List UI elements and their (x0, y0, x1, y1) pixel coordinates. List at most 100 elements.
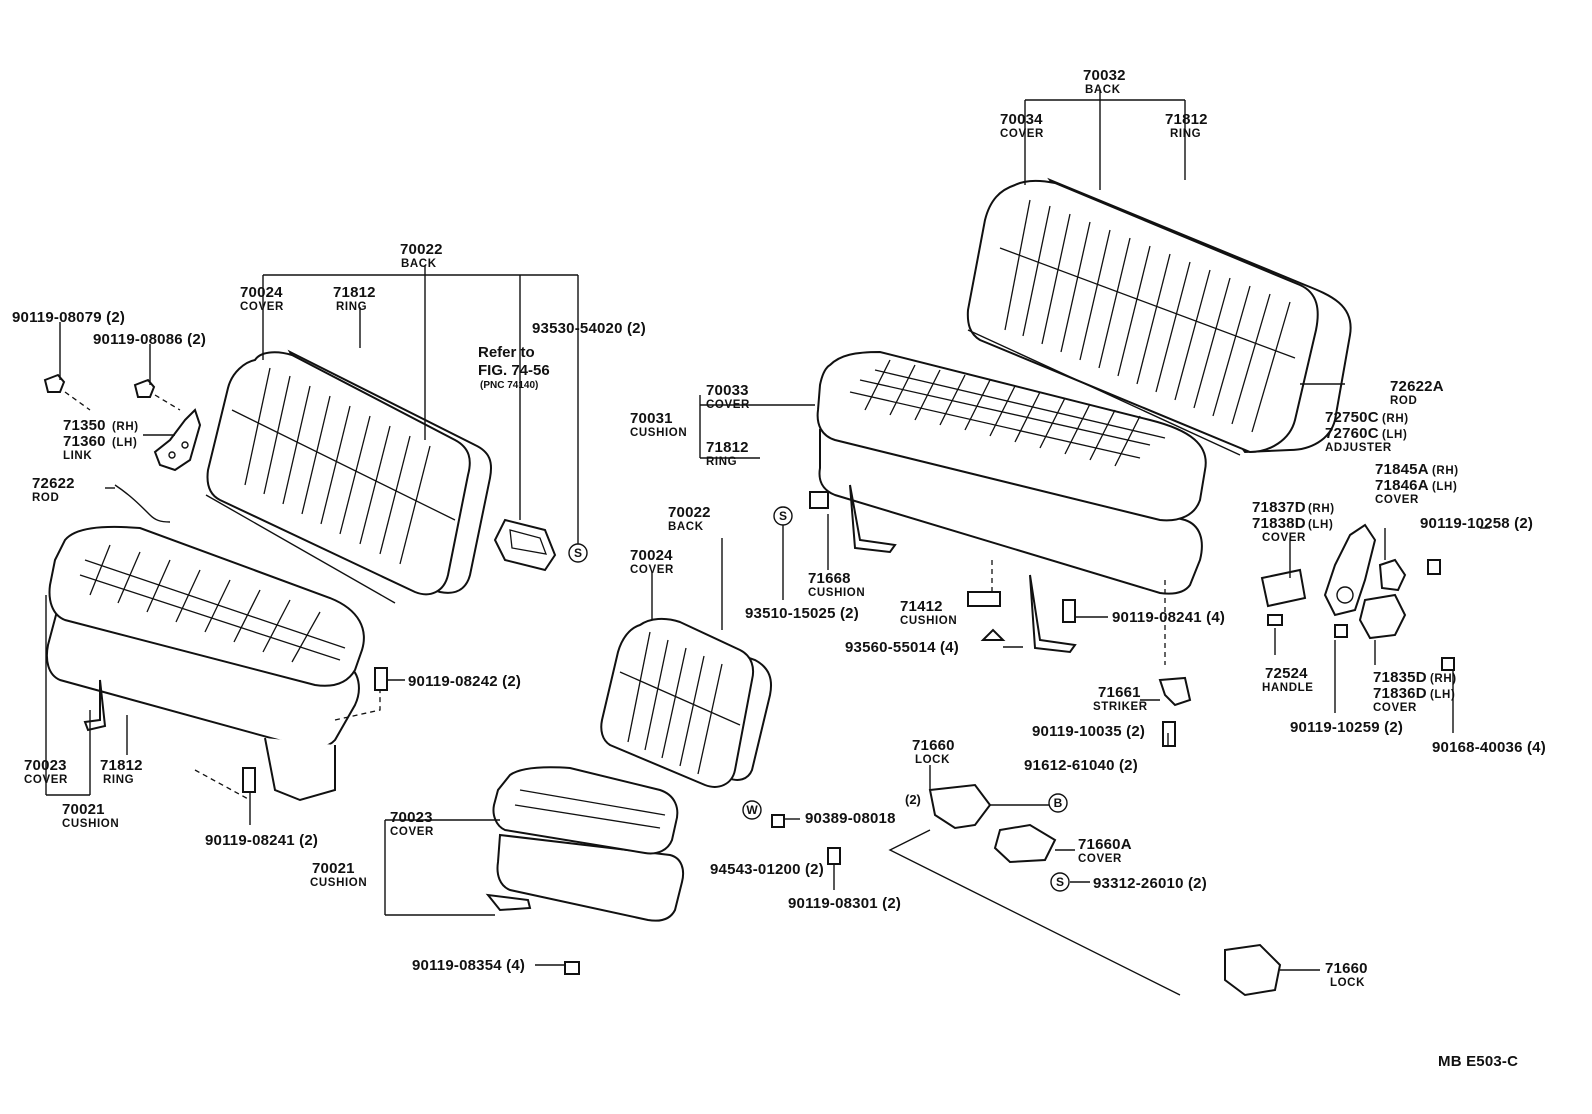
svg-text:71836D: 71836D (1373, 685, 1427, 702)
label-90119-08079: 90119-08079 (2) (12, 309, 125, 326)
svg-text:ROD: ROD (32, 492, 59, 504)
label-70033: 70033 COVER (706, 382, 750, 411)
cushion-71668 (809, 491, 829, 509)
svg-text:COVER: COVER (630, 564, 674, 576)
svg-text:72622: 72622 (32, 475, 75, 492)
svg-text:72524: 72524 (1265, 665, 1308, 682)
svg-text:CUSHION: CUSHION (900, 615, 957, 627)
svg-text:72750C: 72750C (1325, 409, 1379, 426)
lock-cable (888, 829, 1181, 996)
label-72760c: 72760C (LH) ADJUSTER (1325, 425, 1407, 454)
label-71836d: 71836D (LH) COVER (1373, 685, 1455, 714)
svg-text:LINK: LINK (63, 450, 92, 462)
label-90389-08018: 90389-08018 (805, 810, 896, 827)
svg-text:72622A: 72622A (1390, 378, 1444, 395)
svg-text:(RH): (RH) (1382, 413, 1409, 425)
svg-text:COVER: COVER (390, 826, 434, 838)
bolt-90119-08086 (133, 378, 156, 398)
label-93312-26010: 93312-26010 (2) (1093, 875, 1207, 892)
svg-text:COVER: COVER (1078, 853, 1122, 865)
handle-72524 (1267, 614, 1283, 626)
svg-text:CUSHION: CUSHION (630, 427, 687, 439)
svg-text:71812: 71812 (706, 439, 749, 456)
svg-text:71412: 71412 (900, 598, 943, 615)
label-93530-54020: 93530-54020 (2) (532, 320, 646, 337)
svg-text:70023: 70023 (390, 809, 433, 826)
svg-text:COVER: COVER (1262, 532, 1306, 544)
svg-text:70032: 70032 (1083, 67, 1126, 84)
svg-text:RING: RING (336, 301, 367, 313)
svg-text:(LH): (LH) (1430, 689, 1455, 701)
right-seat-back (966, 177, 1352, 456)
svg-text:LOCK: LOCK (1330, 977, 1365, 989)
label-94543-01200: 94543-01200 (2) (710, 861, 824, 878)
label-71660-top: 71660 LOCK (912, 737, 955, 766)
svg-text:COVER: COVER (706, 399, 750, 411)
svg-text:W: W (746, 803, 758, 817)
label-71812-bottom: 71812 RING (100, 757, 143, 786)
label-71812-mid: 71812 RING (706, 439, 749, 468)
label-93560-55014: 93560-55014 (4) (845, 639, 959, 656)
svg-text:CUSHION: CUSHION (808, 587, 865, 599)
label-72524: 72524 HANDLE (1262, 665, 1313, 694)
cover-71660a (993, 823, 1057, 864)
label-70024-left: 70024 COVER (240, 284, 283, 313)
svg-text:CUSHION: CUSHION (62, 818, 119, 830)
label-70034: 70034 COVER (1000, 111, 1044, 140)
svg-text:BACK: BACK (401, 258, 437, 270)
svg-text:71845A: 71845A (1375, 461, 1429, 478)
svg-text:ROD: ROD (1390, 395, 1417, 407)
svg-text:RING: RING (706, 456, 737, 468)
footer-code: MB E503-C (1438, 1053, 1518, 1070)
cover-71835d (1358, 593, 1407, 640)
right-seat-cushion (816, 350, 1207, 665)
svg-text:71668: 71668 (808, 570, 851, 587)
svg-text:RING: RING (1170, 128, 1201, 140)
svg-text:(LH): (LH) (1432, 481, 1457, 493)
label-70032: 70032 BACK (1083, 67, 1126, 96)
label-71660a: 71660A COVER (1078, 836, 1132, 865)
svg-text:71660A: 71660A (1078, 836, 1132, 853)
svg-text:ADJUSTER: ADJUSTER (1325, 442, 1392, 454)
svg-text:FIG. 74-56: FIG. 74-56 (478, 362, 550, 379)
label-71660-bottom: 71660 LOCK (1325, 960, 1368, 989)
svg-text:S: S (574, 546, 582, 560)
label-72622a: 72622A ROD (1390, 378, 1444, 407)
bolt-90119-08079 (43, 373, 66, 393)
label-70031: 70031 CUSHION (630, 410, 687, 439)
label-71412: 71412 CUSHION (900, 598, 957, 627)
label-71661: 71661 STRIKER (1093, 684, 1147, 713)
svg-text:71837D: 71837D (1252, 499, 1306, 516)
svg-text:71812: 71812 (1165, 111, 1208, 128)
svg-text:70021: 70021 (62, 801, 105, 818)
label-70023-center: 70023 COVER (390, 809, 434, 838)
label-70021-left: 70021 CUSHION (62, 801, 119, 830)
label-70022-left: 70022 BACK (400, 241, 443, 270)
svg-text:71660: 71660 (912, 737, 955, 754)
rod-72622 (114, 484, 171, 523)
label-70022-center: 70022 BACK (668, 504, 711, 533)
svg-text:B: B (1054, 796, 1063, 810)
label-90119-08301: 90119-08301 (2) (788, 895, 901, 912)
bolt-icons (242, 559, 1455, 975)
label-90119-08241-left: 90119-08241 (2) (205, 832, 318, 849)
label-refer-to: Refer to FIG. 74-56 (PNC 74140) (478, 344, 550, 391)
svg-text:BACK: BACK (668, 521, 704, 533)
svg-text:COVER: COVER (1000, 128, 1044, 140)
svg-text:(LH): (LH) (1308, 519, 1333, 531)
svg-text:72760C: 72760C (1325, 425, 1379, 442)
svg-text:(RH): (RH) (1430, 673, 1457, 685)
svg-text:70034: 70034 (1000, 111, 1043, 128)
grommet-93530-54020 (493, 518, 557, 572)
symbol-s-cushion: S (773, 506, 793, 526)
svg-text:S: S (1056, 875, 1064, 889)
hinge-link-71350 (153, 408, 202, 472)
svg-text:S: S (779, 509, 787, 523)
svg-text:70022: 70022 (668, 504, 711, 521)
svg-text:71846A: 71846A (1375, 477, 1429, 494)
svg-text:CUSHION: CUSHION (310, 877, 367, 889)
label-71812-left: 71812 RING (333, 284, 376, 313)
symbol-w-nut: W (742, 800, 762, 820)
svg-text:70024: 70024 (240, 284, 283, 301)
left-seat-back (205, 349, 493, 604)
